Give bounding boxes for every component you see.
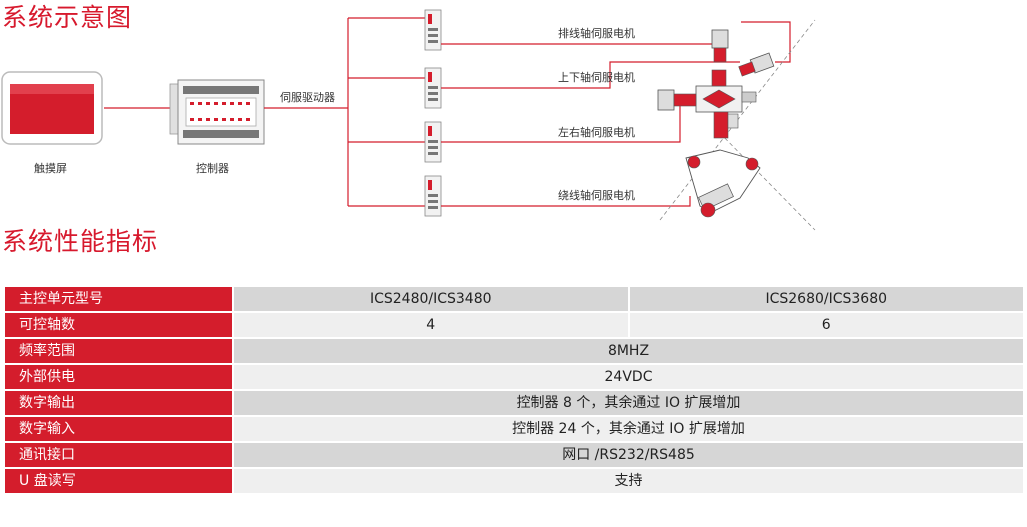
system-diagram: [1, 9, 816, 231]
section-title-specs: 系统性能指标: [2, 227, 159, 256]
servo-driver-icon: [424, 67, 442, 109]
servo-driver-icon: [424, 121, 442, 163]
motor-label-winding: 绕线轴伺服电机: [558, 189, 635, 202]
row-label: 主控单元型号: [5, 287, 232, 311]
table-row: 通讯接口 网口 /RS232/RS485: [5, 443, 1023, 467]
table-row: 可控轴数 4 6: [5, 313, 1023, 337]
row-label: 数字输出: [5, 391, 232, 415]
servo-driver-icon: [424, 9, 442, 51]
section-title-diagram: 系统示意图: [2, 3, 133, 32]
servo-driver-label: 伺服驱动器: [280, 91, 335, 104]
touchscreen-label: 触摸屏: [34, 162, 67, 175]
table-row: 数字输出 控制器 8 个，其余通过 IO 扩展增加: [5, 391, 1023, 415]
row-label: 外部供电: [5, 365, 232, 389]
row-value: 4: [234, 313, 628, 337]
row-value: 8MHZ: [234, 339, 1023, 363]
servo-driver-icon: [424, 175, 442, 217]
controller-icon: [169, 79, 265, 145]
table-row: 外部供电 24VDC: [5, 365, 1023, 389]
row-label: 可控轴数: [5, 313, 232, 337]
row-label: 通讯接口: [5, 443, 232, 467]
row-label: 数字输入: [5, 417, 232, 441]
controller-label: 控制器: [196, 162, 229, 175]
touchscreen-icon: [1, 71, 103, 145]
row-value: ICS2680/ICS3680: [629, 287, 1023, 311]
row-value: 网口 /RS232/RS485: [234, 443, 1023, 467]
table-row: 主控单元型号 ICS2480/ICS3480 ICS2680/ICS3680: [5, 287, 1023, 311]
row-value: 控制器 8 个，其余通过 IO 扩展增加: [234, 391, 1023, 415]
row-value: 支持: [234, 469, 1023, 493]
motor-label-horizontal: 左右轴伺服电机: [558, 126, 635, 139]
row-value: 6: [629, 313, 1023, 337]
row-value: 控制器 24 个，其余通过 IO 扩展增加: [234, 417, 1023, 441]
winding-machine-icon: [657, 19, 816, 231]
row-value: 24VDC: [234, 365, 1023, 389]
row-label: 频率范围: [5, 339, 232, 363]
table-row: U 盘读写 支持: [5, 469, 1023, 493]
motor-label-vertical: 上下轴伺服电机: [558, 71, 635, 84]
table-row: 频率范围 8MHZ: [5, 339, 1023, 363]
table-row: 数字输入 控制器 24 个，其余通过 IO 扩展增加: [5, 417, 1023, 441]
motor-label-traverse: 排线轴伺服电机: [558, 27, 635, 40]
spec-table: 主控单元型号 ICS2480/ICS3480 ICS2680/ICS3680 可…: [3, 285, 1025, 495]
row-label: U 盘读写: [5, 469, 232, 493]
row-value: ICS2480/ICS3480: [234, 287, 628, 311]
